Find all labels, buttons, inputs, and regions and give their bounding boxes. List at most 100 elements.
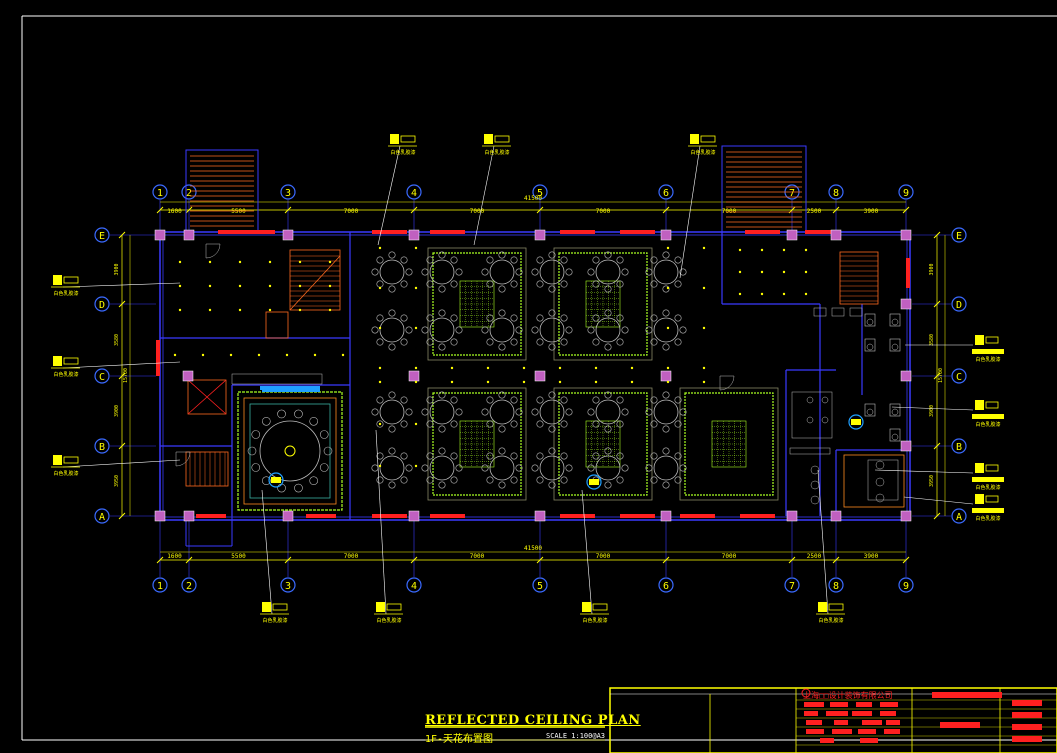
dimension-tick: [118, 231, 126, 239]
annotation-note: 白色乳胶漆: [975, 484, 1000, 491]
downlight: [666, 286, 670, 290]
downlight: [414, 326, 418, 330]
grid-bubble-left: [94, 368, 110, 384]
window: [620, 514, 655, 518]
grid-bubble-bottom: [280, 577, 296, 593]
dimension-span-text: 5500: [231, 208, 246, 215]
chair: [548, 481, 556, 489]
chair: [376, 338, 384, 346]
downlight: [702, 326, 706, 330]
grid-label-bottom: 3: [285, 581, 291, 592]
elevation-marker: [586, 474, 602, 490]
annotation-tag-block: [376, 602, 385, 612]
chair: [536, 314, 544, 322]
chair: [548, 391, 556, 399]
title-block-field: [806, 729, 824, 734]
chair: [536, 256, 544, 264]
chair: [376, 314, 384, 322]
chair: [400, 420, 408, 428]
bar-counter: [231, 373, 323, 385]
chair: [376, 280, 384, 288]
title-block-field: [860, 738, 878, 743]
chair: [486, 452, 494, 460]
structural-column: [182, 370, 194, 382]
round-table: [429, 317, 455, 343]
drawing-subtitle: 1F-天花布置图: [425, 734, 494, 745]
chair: [592, 396, 600, 404]
chair: [376, 396, 384, 404]
chair: [548, 309, 556, 317]
chair: [650, 396, 658, 404]
downlight: [414, 366, 418, 370]
chair: [674, 314, 682, 322]
annotation-tag-block: [975, 400, 984, 410]
chair: [536, 338, 544, 346]
chair: [650, 280, 658, 288]
title-block-field: [1012, 700, 1042, 706]
annotation-note: 白色乳胶漆: [484, 149, 509, 156]
chair: [371, 326, 379, 334]
chair: [604, 251, 612, 259]
downlight: [201, 353, 205, 357]
dimension-tick: [118, 512, 126, 520]
downlight: [378, 380, 382, 384]
chair: [481, 408, 489, 416]
chair: [674, 396, 682, 404]
chair: [565, 326, 573, 334]
chair: [662, 481, 670, 489]
vip-chair: [251, 463, 261, 472]
downlight: [173, 353, 177, 357]
chair: [376, 476, 384, 484]
chair: [438, 285, 446, 293]
downlight: [522, 380, 526, 384]
structural-column: [408, 229, 420, 241]
dimension-tick: [933, 372, 941, 380]
annotation-tag-box: [985, 495, 999, 503]
chair: [616, 420, 624, 428]
chair: [510, 314, 518, 322]
annotation-tag-box: [63, 456, 79, 464]
window-side: [906, 258, 910, 288]
toilet-bowl: [866, 343, 874, 351]
round-table: [539, 455, 565, 481]
vip-ceiling-inner: [243, 397, 337, 505]
dimension-tick: [156, 206, 164, 214]
chair: [426, 280, 434, 288]
dimension-tick: [902, 556, 910, 564]
elevator-shaft: [187, 379, 227, 415]
toilet-bowl: [866, 408, 874, 416]
chair: [388, 343, 396, 351]
dimension-total-text: 41500: [524, 195, 542, 202]
downlight: [738, 292, 742, 296]
chair: [587, 464, 595, 472]
interior-stair-small: [185, 451, 229, 487]
chair: [426, 314, 434, 322]
chair: [565, 408, 573, 416]
title-block-field: [1012, 712, 1042, 718]
downlight: [328, 260, 332, 264]
dimension-tick: [933, 231, 941, 239]
grid-label-top: 5: [537, 188, 543, 199]
dimension-span-text: 1600: [167, 553, 182, 560]
chair: [875, 493, 885, 503]
downlight: [298, 260, 302, 264]
annotation-tag-box: [494, 135, 510, 143]
chair: [450, 476, 458, 484]
chair: [536, 476, 544, 484]
basin: [806, 416, 814, 424]
annotation-tag-block: [582, 602, 591, 612]
downlight: [268, 308, 272, 312]
chair: [371, 464, 379, 472]
title-block-field: [806, 720, 822, 725]
structural-column: [660, 370, 672, 382]
stair-landing: [265, 311, 289, 339]
chair: [560, 256, 568, 264]
chair: [674, 338, 682, 346]
round-table: [653, 317, 679, 343]
grid-label-right: D: [956, 300, 962, 311]
grid-label-bottom: 6: [663, 581, 669, 592]
chair: [426, 476, 434, 484]
grid-label-bottom: 7: [789, 581, 795, 592]
chair: [645, 268, 653, 276]
downlight: [450, 380, 454, 384]
